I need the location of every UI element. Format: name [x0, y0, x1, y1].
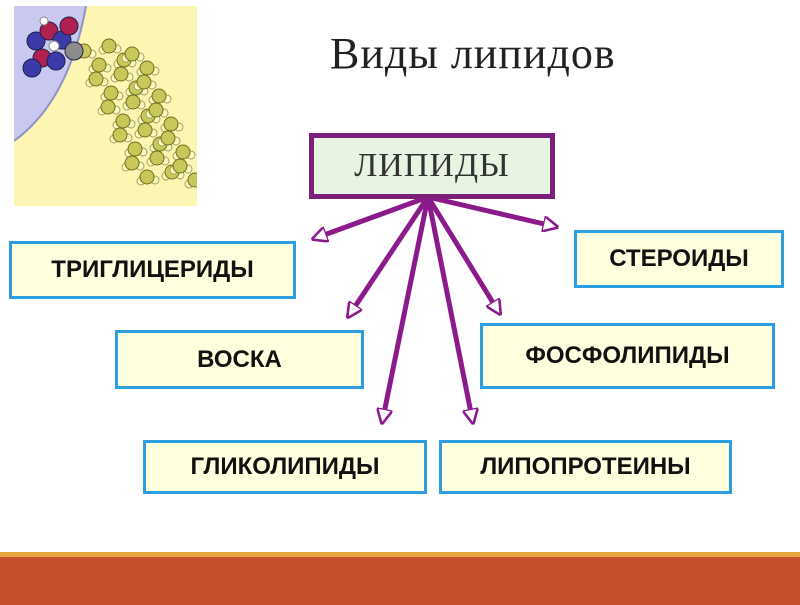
arrow-phospholipids: [425, 195, 500, 314]
box-glycolipids-label: ГЛИКОЛИПИДЫ: [190, 453, 380, 480]
page-title: Виды липидов: [330, 29, 616, 78]
box-triglycerides-label: ТРИГЛИЦЕРИДЫ: [51, 256, 254, 283]
box-glycolipids: ГЛИКОЛИПИДЫ: [143, 440, 427, 494]
arrow-steroids: [427, 194, 557, 227]
bottom-decorative-bar: [0, 552, 800, 605]
root-lipids-label: ЛИПИДЫ: [354, 147, 510, 184]
box-lipoproteins: ЛИПОПРОТЕИНЫ: [439, 440, 732, 494]
box-triglycerides: ТРИГЛИЦЕРИДЫ: [9, 241, 296, 299]
box-phospholipids-label: ФОСФОЛИПИДЫ: [525, 342, 730, 369]
arrow-waxes: [348, 195, 431, 317]
root-lipids-box: ЛИПИДЫ: [309, 133, 555, 199]
lipid-molecule-image: [14, 6, 197, 206]
arrow-lipoproteins: [425, 196, 473, 423]
box-waxes-label: ВОСКА: [197, 345, 282, 373]
box-steroids-label: СТЕРОИДЫ: [609, 245, 749, 272]
box-phospholipids: ФОСФОЛИПИДЫ: [480, 323, 775, 389]
box-waxes: ВОСКА: [115, 330, 364, 389]
box-lipoproteins-label: ЛИПОПРОТЕИНЫ: [480, 453, 691, 480]
arrow-glycolipids: [382, 196, 431, 423]
arrow-triglycerides: [313, 194, 429, 239]
box-steroids: СТЕРОИДЫ: [574, 230, 784, 288]
